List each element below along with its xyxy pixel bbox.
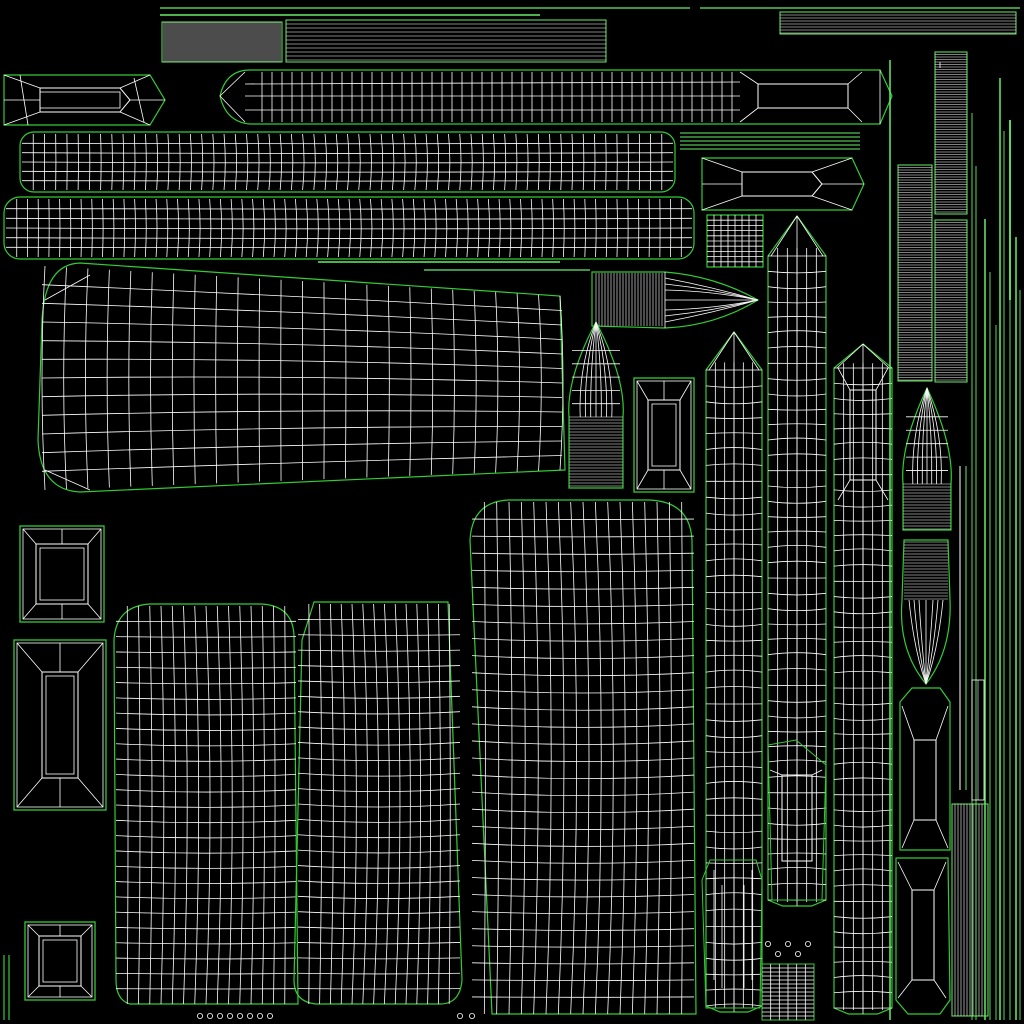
uv-island-panel-bottom-3 [196, 499, 697, 1020]
uv-island-grid-small [706, 214, 764, 268]
uv-island-bullet-horizontal [591, 271, 760, 329]
uv-island-panel-bottom-2 [293, 601, 463, 1005]
uv-island-box-left-3 [3, 921, 96, 1020]
uv-island-bullet-vertical-2 [902, 386, 952, 531]
uv-island-long-pointed-top [219, 69, 893, 125]
uv-island-large-panel [37, 262, 566, 493]
uv-island-dense-strips [889, 51, 1021, 1020]
uv-island-vertical-pointed-2 [767, 214, 827, 907]
uv-island-box-left-2 [13, 639, 107, 811]
uv-island-panel-bottom-1 [113, 603, 299, 1005]
uv-island-bullet-vertical-1 [568, 320, 624, 489]
uv-island-bullet-vertical-3 [900, 539, 951, 685]
uv-island-long-bar-2 [3, 196, 695, 271]
uv-island-long-bar-1 [19, 131, 676, 193]
uv-island-box-left-1 [19, 525, 105, 623]
uv-island-vertical-pointed-1 [701, 330, 763, 1013]
uv-island-box-right-stack-2 [761, 857, 951, 1021]
uv-island-top-header-strip [160, 7, 1020, 63]
uv-island-box-right-stack-1 [899, 687, 951, 851]
uv-island-small-box-top-left [3, 74, 166, 126]
uv-island-vertical-pointed-3 [833, 343, 893, 1015]
uv-island-frame-small [633, 377, 695, 493]
uv-island-box-right-1 [680, 132, 865, 211]
